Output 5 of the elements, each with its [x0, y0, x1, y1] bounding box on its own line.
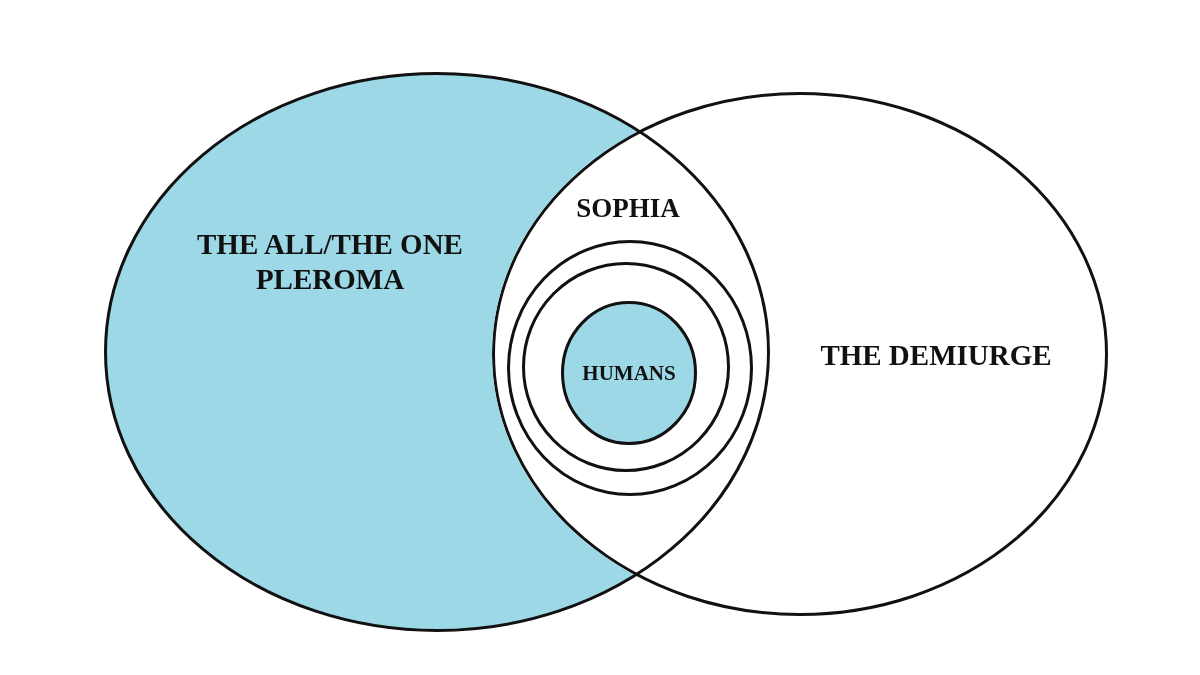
venn-ellipse — [104, 72, 770, 632]
region-label: HUMANS — [581, 361, 677, 387]
region-label: THE DEMIURGE — [819, 337, 1053, 373]
region-label: THE ALL/THE ONE PLEROMA — [196, 227, 464, 297]
region-label: SOPHIA — [575, 191, 681, 225]
